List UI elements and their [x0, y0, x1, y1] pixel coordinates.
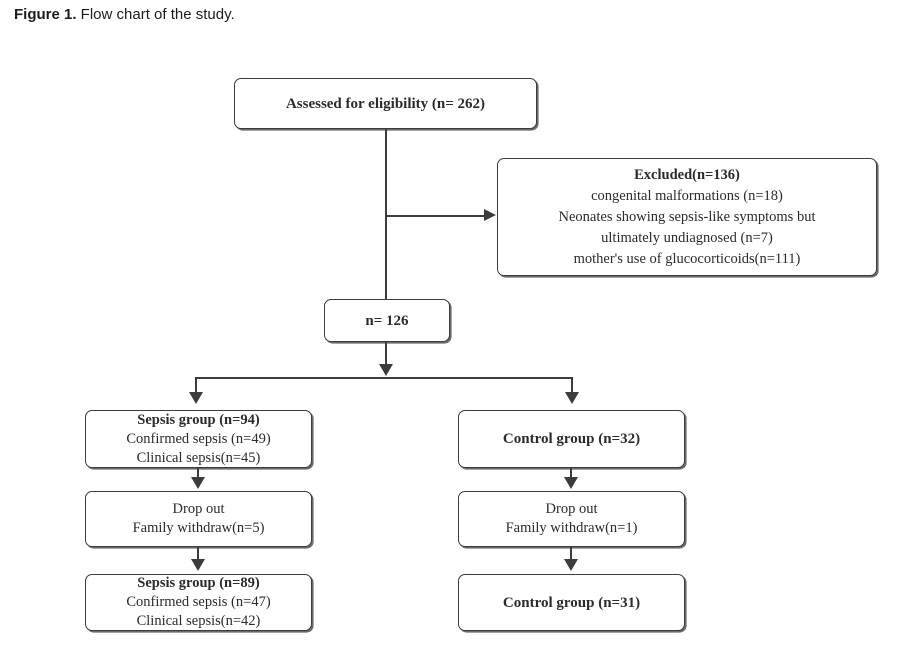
connector-assessed-to-enrolled — [385, 129, 387, 299]
node-assessed-for-eligibility: Assessed for eligibility (n= 262) — [234, 78, 537, 129]
node-dropout-sepsis-line-2: Family withdraw(n=5) — [132, 520, 265, 536]
connector-assessed-to-excluded — [385, 215, 485, 217]
node-assessed-line-1: Assessed for eligibility (n= 262) — [285, 95, 486, 112]
arrowhead-down-enrolled-icon — [379, 364, 393, 376]
arrowhead-down-sepsis-group-icon — [189, 392, 203, 404]
node-control-group-final: Control group (n=31) — [458, 574, 685, 631]
node-excluded-line-4: ultimately undiagnosed (n=7) — [601, 229, 773, 246]
figure-caption: Figure 1. Flow chart of the study. — [14, 5, 235, 25]
connector-enrolled-down — [385, 342, 387, 366]
node-sepsis-group-final: Sepsis group (n=89) Confirmed sepsis (n=… — [85, 574, 312, 631]
node-enrolled-count: n= 126 — [324, 299, 450, 342]
node-sepsis-group-final-line-3: Clinical sepsis(n=42) — [136, 613, 261, 629]
node-control-group-initial: Control group (n=32) — [458, 410, 685, 468]
arrowhead-down-control-group-icon — [565, 392, 579, 404]
node-excluded-line-5: mother's use of glucocorticoids(n=111) — [573, 250, 801, 267]
figure-caption-text: Flow chart of the study. — [76, 6, 235, 23]
node-sepsis-group-initial-line-3: Clinical sepsis(n=45) — [136, 449, 261, 466]
connector-control-to-dropout — [570, 468, 572, 479]
node-sepsis-group-initial-line-1: Sepsis group (n=94) — [137, 411, 260, 428]
node-dropout-control: Drop out Family withdraw(n=1) — [458, 491, 685, 547]
connector-dropout-to-control-final — [570, 547, 572, 560]
connector-dropout-to-sepsis-final — [197, 547, 199, 560]
node-sepsis-group-initial-line-2: Confirmed sepsis (n=49) — [126, 430, 271, 447]
node-enrolled-line-1: n= 126 — [365, 312, 409, 329]
node-sepsis-group-final-line-2: Confirmed sepsis (n=47) — [126, 594, 271, 610]
connector-split-right-drop — [571, 377, 573, 394]
node-excluded-line-2: congenital malformations (n=18) — [591, 187, 783, 204]
node-dropout-sepsis: Drop out Family withdraw(n=5) — [85, 491, 312, 547]
arrowhead-down-control-final-icon — [564, 559, 578, 571]
arrowhead-down-sepsis-final-icon — [191, 559, 205, 571]
arrowhead-down-sepsis-dropout-icon — [191, 477, 205, 489]
node-control-group-final-line-1: Control group (n=31) — [502, 594, 641, 611]
node-excluded-line-1: Excluded(n=136) — [634, 166, 740, 183]
arrowhead-down-control-dropout-icon — [564, 477, 578, 489]
node-excluded: Excluded(n=136) congenital malformations… — [497, 158, 877, 276]
node-sepsis-group-initial: Sepsis group (n=94) Confirmed sepsis (n=… — [85, 410, 312, 468]
connector-sepsis-to-dropout — [197, 468, 199, 479]
node-dropout-control-line-2: Family withdraw(n=1) — [505, 520, 638, 536]
arrowhead-right-excluded-icon — [484, 208, 496, 221]
node-dropout-sepsis-line-1: Drop out — [172, 501, 225, 517]
connector-split-left-drop — [195, 377, 197, 394]
figure-caption-label: Figure 1. — [14, 6, 77, 23]
connector-split-bar — [195, 377, 573, 379]
node-dropout-control-line-1: Drop out — [545, 501, 598, 517]
node-sepsis-group-final-line-1: Sepsis group (n=89) — [137, 575, 260, 591]
node-control-group-initial-line-1: Control group (n=32) — [502, 431, 641, 447]
node-excluded-line-3: Neonates showing sepsis-like symptoms bu… — [558, 208, 816, 225]
